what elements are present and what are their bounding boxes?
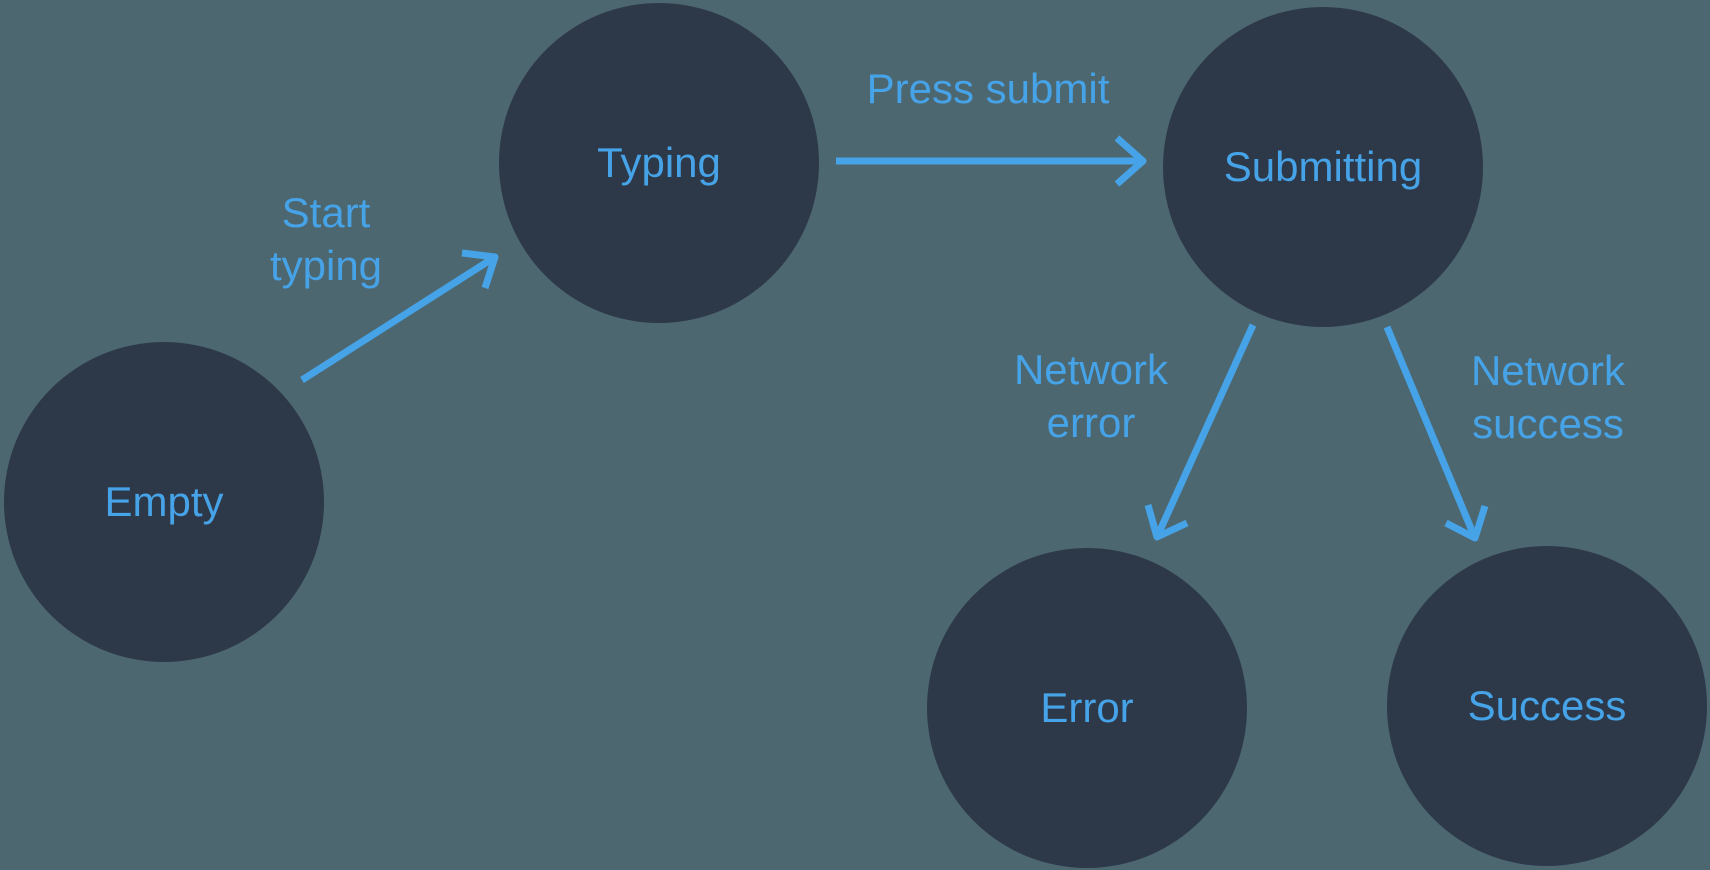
state-node-typing-label: Typing <box>597 139 721 186</box>
state-node-success-label: Success <box>1467 682 1627 729</box>
arrow-network-error <box>1144 323 1257 541</box>
state-node-typing: Typing <box>499 3 819 323</box>
edge-label-network-success: Network success <box>1471 344 1625 450</box>
state-node-empty: Empty <box>4 342 324 662</box>
arrow-start-typing <box>300 249 499 383</box>
edge-label-start-typing-line1: Start <box>281 189 371 236</box>
edge-label-press-submit: Press submit <box>867 62 1110 115</box>
state-node-submitting: Submitting <box>1163 7 1483 327</box>
edge-label-network-error: Network error <box>1014 343 1168 449</box>
state-node-error: Error <box>927 548 1247 868</box>
edge-label-network-error-line2: error <box>1046 399 1136 446</box>
edge-label-start-typing-line2: typing <box>269 242 383 289</box>
arrow-press-submit <box>836 135 1147 187</box>
arrow-network-success <box>1383 325 1489 542</box>
edge-label-network-success-line1: Network <box>1470 347 1626 394</box>
edge-label-press-submit-line1: Press submit <box>866 65 1110 112</box>
state-node-error-label: Error <box>1040 684 1134 731</box>
state-node-success: Success <box>1387 546 1707 866</box>
edge-label-start-typing: Start typing <box>270 186 382 292</box>
state-node-submitting-label: Submitting <box>1223 143 1423 190</box>
edge-label-network-success-line2: success <box>1472 400 1624 447</box>
edge-label-network-error-line1: Network <box>1013 346 1169 393</box>
state-node-empty-label: Empty <box>104 478 224 525</box>
